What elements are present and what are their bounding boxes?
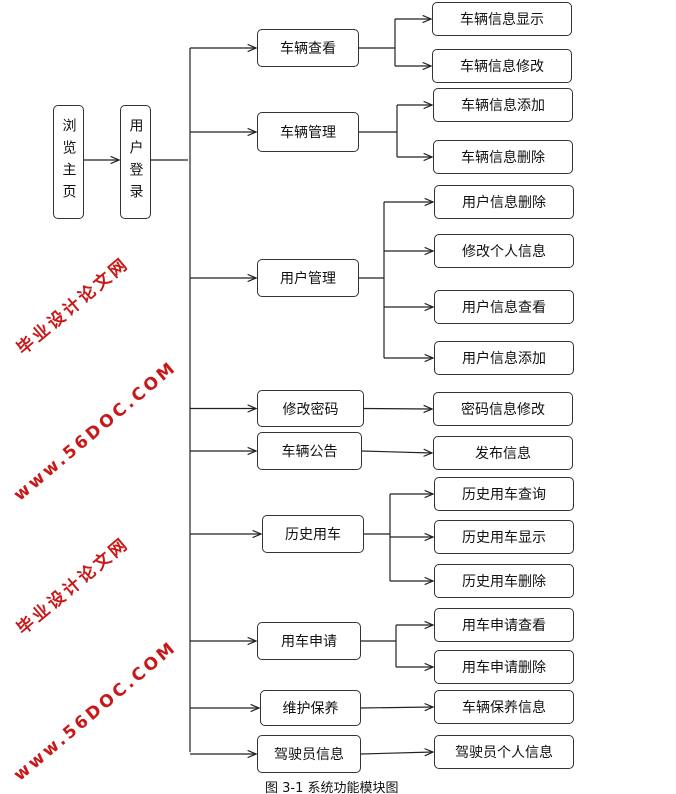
submodule-node: 车辆信息修改 [432,49,572,83]
module-node: 维护保养 [260,690,361,726]
module-node: 用户管理 [257,259,359,297]
module-node: 修改密码 [257,390,364,427]
submodule-node: 历史用车查询 [434,477,574,511]
submodule-node: 密码信息修改 [433,392,573,426]
connector [363,409,432,410]
submodule-node: 修改个人信息 [434,234,574,268]
submodule-node: 用户信息删除 [434,185,574,219]
submodule-node: 车辆信息删除 [433,140,573,174]
submodule-node: 发布信息 [433,436,573,470]
submodule-node: 历史用车显示 [434,520,574,554]
module-node: 车辆管理 [257,112,359,152]
module-node: 历史用车 [262,515,364,553]
submodule-node: 历史用车删除 [434,564,574,598]
figure-caption: 图 3-1 系统功能模块图 [265,781,399,794]
submodule-node: 用户信息添加 [434,341,574,375]
connector [360,752,433,754]
root-node-browse-home: 浏览主页 [53,105,84,219]
connector [360,707,433,708]
submodule-node: 用车申请查看 [434,608,574,642]
submodule-node: 用车申请删除 [434,650,574,684]
submodule-node: 用户信息查看 [434,290,574,324]
node-user-login: 用户登录 [120,105,151,219]
module-node: 驾驶员信息 [257,735,361,773]
submodule-node: 车辆保养信息 [434,690,574,724]
module-node: 用车申请 [257,622,361,660]
root-node-label: 浏览主页 [60,118,77,206]
connector [361,451,432,453]
submodule-node: 车辆信息添加 [433,88,573,122]
module-node: 车辆公告 [257,432,362,470]
login-node-label: 用户登录 [127,118,144,206]
module-node: 车辆查看 [257,29,359,67]
submodule-node: 驾驶员个人信息 [434,735,574,769]
submodule-node: 车辆信息显示 [432,2,572,36]
